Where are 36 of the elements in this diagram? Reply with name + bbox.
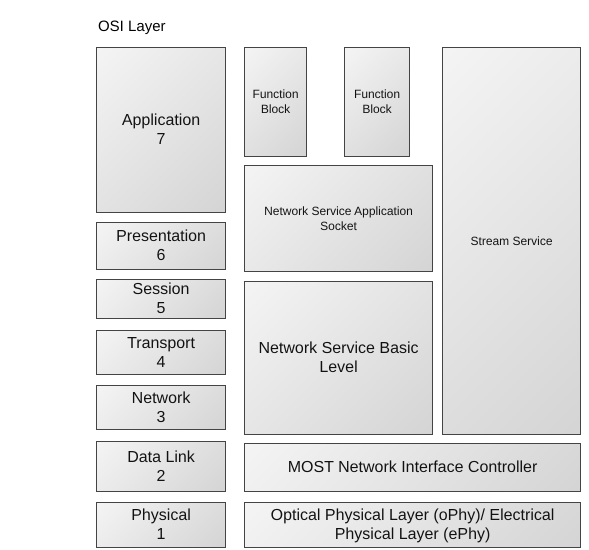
layer-label: Function Block (352, 87, 402, 117)
layer-box (244, 47, 307, 157)
layer-box (244, 502, 581, 548)
layer-box (96, 47, 226, 213)
layer-label: Physical (130, 506, 192, 525)
layer-box (244, 281, 433, 435)
layer-label: Data Link (126, 448, 196, 466)
layer-box (96, 330, 226, 375)
layer-label: Transport (126, 334, 196, 352)
layer-box (96, 441, 226, 492)
layer-label: 7 (156, 130, 166, 149)
layer-label: Function Block (251, 87, 300, 117)
layer-label: Optical Physical Layer (oPhy)/ Electrical Physical Layer (ePhy) (270, 506, 556, 544)
layer-label: 3 (156, 408, 166, 426)
layer-label: Stream Service (469, 234, 554, 248)
layer-label: 2 (156, 466, 166, 486)
layer-box (96, 502, 226, 548)
layer-label: 5 (156, 299, 166, 318)
layer-label: 4 (156, 352, 166, 372)
layer-label: Network Service Application Socket (263, 204, 414, 234)
layer-label: Network (130, 388, 192, 408)
layer-label: Network Service Basic Level (257, 339, 420, 377)
column-heading: OSI Layer (98, 18, 166, 35)
layer-box (96, 385, 226, 430)
layer-label: Session (132, 280, 190, 299)
layer-box (96, 222, 226, 270)
layer-box (344, 47, 410, 157)
layer-box (244, 443, 581, 492)
layer-label: 6 (156, 246, 166, 265)
layer-label: Application (120, 111, 202, 130)
layer-label: MOST Network Interface Controller (286, 458, 538, 477)
layer-box (442, 47, 581, 435)
layer-label: 1 (156, 525, 166, 544)
layer-box (244, 165, 433, 272)
layer-label: Presentation (115, 227, 207, 246)
layer-box (96, 279, 226, 319)
